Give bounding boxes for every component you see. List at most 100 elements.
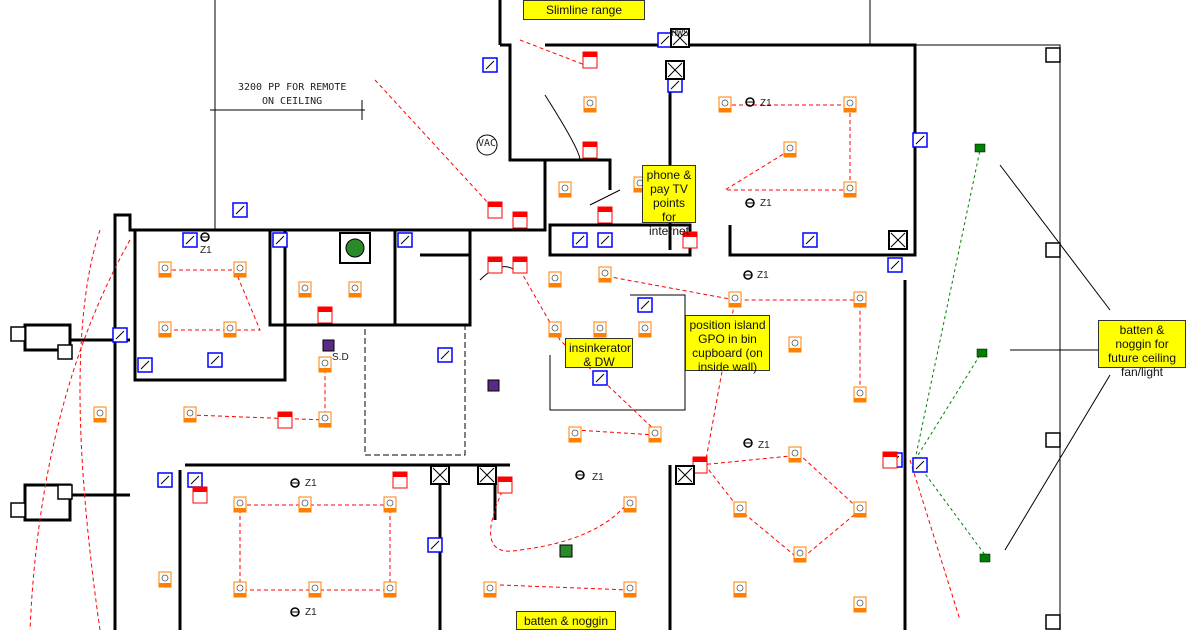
switch-glyph — [160, 475, 170, 485]
gpo-bar — [498, 477, 512, 482]
batten-wiring — [914, 149, 986, 556]
light-point-glyph — [571, 429, 579, 437]
zone-label: Z1 — [760, 198, 772, 209]
switch-glyph — [805, 235, 815, 245]
light-point-bar — [299, 293, 311, 297]
light-point-bar — [854, 513, 866, 517]
light-point-glyph — [226, 324, 234, 332]
light-point-glyph — [161, 264, 169, 272]
light-point-bar — [159, 583, 171, 587]
column-post-icon — [1045, 614, 1061, 630]
light-point-glyph — [791, 449, 799, 457]
light-point-bar — [549, 283, 561, 287]
exhaust-fan-cross — [672, 30, 688, 46]
light-point-bar — [634, 188, 646, 192]
switch-glyph — [595, 373, 605, 383]
switch-glyph — [210, 355, 220, 365]
light-point-glyph — [161, 324, 169, 332]
light-point-bar — [624, 593, 636, 597]
wiring-runs — [29, 39, 961, 630]
light-point-bar — [559, 193, 571, 197]
light-point-bar — [639, 333, 651, 337]
light-point-glyph — [321, 359, 329, 367]
light-point-glyph — [731, 294, 739, 302]
light-point-glyph — [856, 599, 864, 607]
batten-point-icon — [559, 544, 573, 558]
light-point-glyph — [626, 584, 634, 592]
light-point-bar — [784, 153, 796, 157]
switch-glyph — [915, 460, 925, 470]
light-point-bar — [569, 438, 581, 442]
gpo-bar — [583, 142, 597, 147]
switch-glyph — [485, 60, 495, 70]
zone-label: Z1 — [305, 607, 317, 618]
zone-label: Z1 — [200, 245, 212, 256]
switch-glyph — [185, 235, 195, 245]
switch-glyph — [660, 35, 670, 45]
light-point-bar — [844, 108, 856, 112]
dimension-label-line2: ON CEILING — [262, 96, 323, 107]
light-point-glyph — [301, 284, 309, 292]
light-point-bar — [649, 438, 661, 442]
gpo-bar — [193, 487, 207, 492]
switch-glyph — [115, 330, 125, 340]
light-point-bar — [854, 398, 866, 402]
light-point-glyph — [596, 324, 604, 332]
batten-point-icon — [974, 143, 986, 153]
switch-glyph — [915, 135, 925, 145]
exhaust-fan-cross — [479, 467, 495, 483]
gpo-bar — [488, 257, 502, 262]
switch-glyph — [400, 235, 410, 245]
gpo-bar — [883, 452, 897, 457]
light-point-bar — [234, 273, 246, 277]
light-point-bar — [734, 593, 746, 597]
light-point-glyph — [386, 499, 394, 507]
light-point-glyph — [641, 324, 649, 332]
light-point-bar — [159, 333, 171, 337]
gpo-bar — [583, 52, 597, 57]
light-point-bar — [584, 108, 596, 112]
smoke-detector-icon — [487, 379, 500, 392]
light-point-bar — [719, 108, 731, 112]
light-point-bar — [384, 593, 396, 597]
exhaust-fan-cross — [667, 62, 683, 78]
column-post-icon — [1045, 432, 1061, 448]
batten-point-icon — [976, 348, 988, 358]
zone-label: Z1 — [760, 98, 772, 109]
light-point-bar — [224, 333, 236, 337]
exhaust-fan-cross — [432, 467, 448, 483]
light-point-glyph — [856, 389, 864, 397]
zone-label: Z1 — [757, 270, 769, 281]
column-post-icon — [10, 326, 26, 342]
light-point-glyph — [856, 504, 864, 512]
light-point-glyph — [736, 504, 744, 512]
callout-batten-right: batten & noggin for future ceiling fan/l… — [1098, 320, 1186, 379]
zone-label: Z1 — [592, 472, 604, 483]
switch-glyph — [190, 475, 200, 485]
light-point-glyph — [386, 584, 394, 592]
gpo-bar — [693, 457, 707, 462]
light-point-glyph — [561, 184, 569, 192]
light-point-glyph — [786, 144, 794, 152]
light-point-glyph — [651, 429, 659, 437]
light-point-bar — [594, 333, 606, 337]
light-point-glyph — [601, 269, 609, 277]
light-point-glyph — [186, 409, 194, 417]
light-point-bar — [349, 293, 361, 297]
callout-insinkerator: insinkerator & DW — [565, 338, 633, 369]
light-point-glyph — [311, 584, 319, 592]
light-point-glyph — [321, 414, 329, 422]
light-point-bar — [319, 368, 331, 372]
light-point-bar — [159, 273, 171, 277]
vac-point-icon — [476, 134, 498, 156]
light-point-glyph — [846, 99, 854, 107]
switch-glyph — [640, 300, 650, 310]
light-point-bar — [734, 513, 746, 517]
light-point-glyph — [626, 499, 634, 507]
light-point-bar — [599, 278, 611, 282]
light-point-bar — [854, 303, 866, 307]
callout-batten-bottom: batten & noggin — [516, 611, 616, 630]
column-post-icon — [1045, 242, 1061, 258]
switch-glyph — [600, 235, 610, 245]
